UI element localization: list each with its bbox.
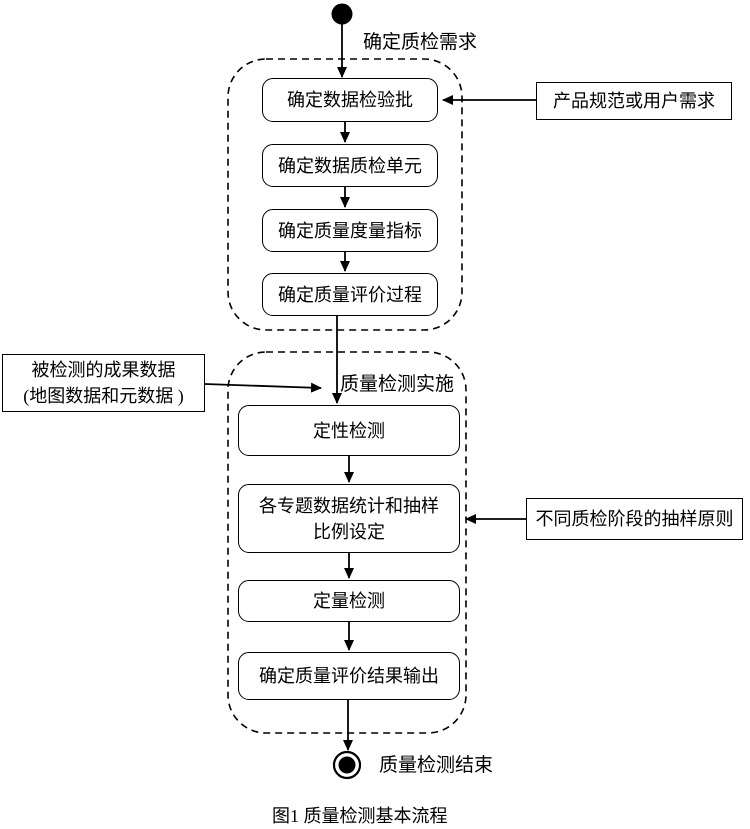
end-node-core [338,756,356,774]
step-quantitative-inspection: 定量检测 [238,580,460,622]
step-define-quality-metrics: 确定质量度量指标 [262,209,438,252]
phase2-label: 质量检测实施 [340,374,455,395]
end-annotation: 质量检测结束 [379,755,494,776]
step-qualitative-inspection: 定性检测 [238,405,460,456]
arrow-tested-data-to-phase2 [204,382,322,393]
step-define-evaluation-process: 确定质量评价过程 [262,273,438,316]
phase1-container [227,58,463,331]
start-node [331,3,353,25]
input-sampling-principle: 不同质检阶段的抽样原则 [526,498,743,540]
input-product-spec: 产品规范或用户需求 [536,82,732,120]
input-tested-data: 被检测的成果数据 (地图数据和元数据 ) [2,354,205,412]
start-annotation: 确定质检需求 [363,32,478,53]
step-statistics-and-sampling-ratio: 各专题数据统计和抽样 比例设定 [238,484,460,553]
step-define-inspection-lot: 确定数据检验批 [262,78,438,122]
phase2-container [227,351,467,734]
figure-caption: 图1 质量检测基本流程 [272,806,448,826]
step-output-evaluation-result: 确定质量评价结果输出 [238,652,460,700]
step-define-qc-unit: 确定数据质检单元 [262,144,438,187]
